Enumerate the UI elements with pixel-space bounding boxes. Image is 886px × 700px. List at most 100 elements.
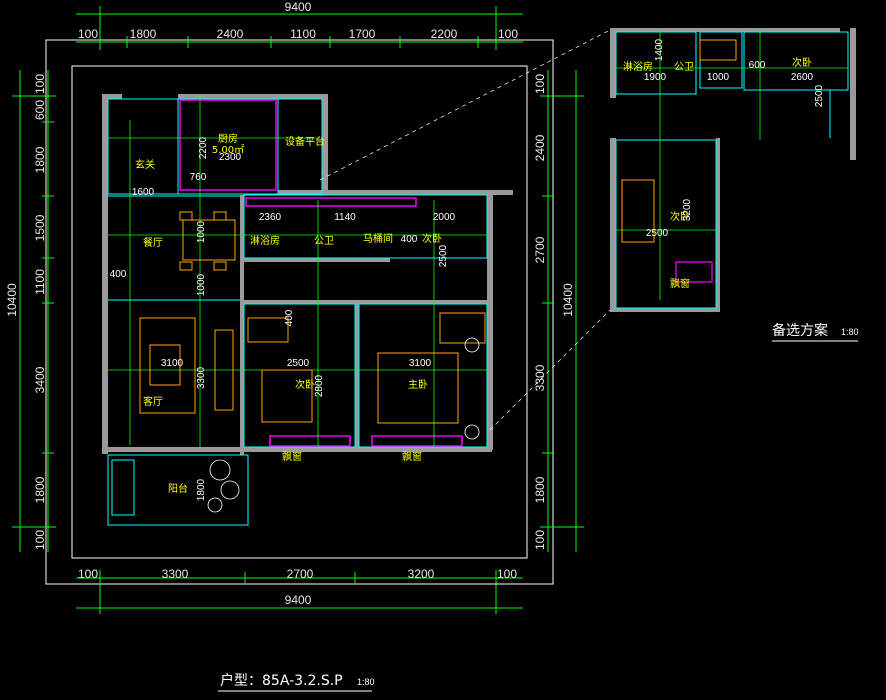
alt-room-bay-window: 飘窗: [670, 277, 690, 290]
left-dim-5: 1100: [33, 269, 47, 295]
right-total-dimension: 10400: [561, 283, 575, 317]
alt-dim-1400: 1400: [654, 38, 665, 61]
rdim-2360: 2360: [259, 212, 282, 223]
top-dim-7: 100: [498, 27, 518, 41]
alternative-title: 备选方案: [772, 322, 828, 339]
alt-dim-1000: 1000: [707, 72, 730, 83]
top-dim-5: 1700: [349, 27, 376, 41]
rdim-1800: 1800: [196, 478, 207, 501]
alternative-scale: 1:80: [841, 327, 859, 337]
bottom-dim-1: 100: [78, 567, 98, 581]
rdim-2300: 2300: [219, 152, 242, 163]
alt-dim-2600: 2600: [791, 72, 814, 83]
room-living: 客厅: [143, 395, 163, 408]
rdim-400: 400: [110, 269, 127, 280]
left-total-dimension: 10400: [5, 283, 19, 317]
right-dim-2: 2400: [533, 134, 547, 161]
inner-frame: [71, 65, 528, 559]
rdim-2500b: 2500: [287, 358, 310, 369]
balcony-outline: [107, 454, 249, 526]
room-entrance: 玄关: [135, 158, 155, 171]
left-dim-6: 3400: [33, 366, 47, 393]
top-dimension-lines: [76, 6, 523, 50]
bottom-dim-3: 2700: [287, 567, 314, 581]
rdim-1000b: 1000: [196, 273, 207, 296]
alt-dim-1900: 1900: [644, 72, 667, 83]
alt-dim-2500b: 2500: [646, 228, 669, 239]
left-dimension-lines: [12, 70, 56, 552]
left-dim-2: 600: [33, 100, 47, 120]
room-public-wc: 公卫: [314, 236, 334, 247]
rdim-400c: 400: [284, 309, 295, 326]
room-bay-window-1: 飘窗: [282, 450, 302, 463]
alternative-magenta: [675, 261, 713, 283]
right-dimension-lines: [540, 70, 584, 552]
alt-room-public-wc: 公卫: [674, 62, 694, 73]
room-kitchen: 厨房: [218, 132, 238, 145]
room-master-bedroom: 主卧: [408, 378, 428, 391]
top-dim-4: 1100: [290, 27, 316, 41]
alt-dim-2500: 2500: [814, 84, 825, 107]
kitchen-border: [179, 99, 463, 447]
rdim-2800: 2800: [314, 374, 325, 397]
top-dim-2: 1800: [130, 27, 157, 41]
bottom-dim-4: 3200: [408, 567, 435, 581]
alternative-walls: [610, 28, 856, 312]
rdim-2500a: 2500: [438, 244, 449, 267]
alternative-grid: [616, 30, 848, 300]
bottom-dim-2: 3300: [162, 567, 189, 581]
unit-type-caption: 户型：85A-3.2.S.P: [220, 672, 343, 689]
rdim-3300: 3300: [196, 366, 207, 389]
plants: [207, 337, 480, 513]
room-equipment-platform: 设备平台: [285, 135, 325, 148]
alt-room-bedroom-main: 次卧: [670, 210, 690, 223]
left-dim-7: 1800: [33, 476, 47, 503]
top-dim-6: 2200: [431, 27, 458, 41]
right-dim-5: 1800: [533, 476, 547, 503]
top-dim-3: 2400: [217, 27, 244, 41]
rdim-2000: 2000: [433, 212, 456, 223]
top-dim-1: 100: [78, 27, 98, 41]
alt-dim-3200: 3200: [682, 198, 693, 221]
room-bay-window-2: 飘窗: [402, 450, 422, 463]
bottom-dim-5: 100: [497, 567, 517, 581]
furniture: [139, 211, 486, 424]
rdim-1140: 1140: [334, 212, 356, 223]
alternative-furniture: [621, 39, 737, 243]
rdim-3100b: 3100: [409, 358, 432, 369]
top-total-dimension: 9400: [285, 0, 312, 14]
room-toilet: 马桶间: [363, 232, 393, 245]
alt-dim-600: 600: [749, 60, 766, 71]
room-secondary-bedroom-1: 次卧: [422, 232, 442, 245]
left-dim-4: 1500: [33, 214, 47, 241]
rdim-760: 760: [190, 172, 207, 183]
right-dim-3: 2700: [533, 236, 547, 263]
alt-room-bedroom-top: 次卧: [792, 56, 812, 69]
main-plan-walls: [102, 94, 513, 455]
alternative-connector: [319, 29, 611, 431]
room-kitchen-area: 5.00㎡: [212, 144, 244, 156]
right-dim-4: 3300: [533, 364, 547, 391]
room-dining: 餐厅: [143, 236, 163, 249]
rdim-2200: 2200: [198, 136, 209, 159]
axis-grid: [108, 99, 487, 447]
rdim-1000a: 1000: [196, 220, 207, 243]
rdim-400b: 400: [401, 234, 418, 245]
outer-frame: [45, 39, 554, 585]
room-shower: 淋浴房: [250, 234, 280, 247]
right-dim-1: 100: [533, 74, 547, 94]
rdim-3100a: 3100: [161, 358, 184, 369]
left-dim-1: 100: [33, 74, 47, 94]
bottom-total-dimension: 9400: [285, 593, 312, 607]
rdim-1600: 1600: [132, 187, 155, 198]
room-balcony: 阳台: [168, 482, 188, 495]
unit-type-scale: 1:80: [357, 677, 375, 687]
room-secondary-bedroom-2: 次卧: [295, 378, 315, 391]
left-dim-3: 1800: [33, 146, 47, 173]
alt-room-shower: 淋浴房: [623, 60, 653, 73]
wall-outlines: [107, 98, 488, 448]
right-dim-6: 100: [533, 530, 547, 550]
left-dim-8: 100: [33, 530, 47, 550]
bottom-dimension-lines: [76, 570, 523, 614]
